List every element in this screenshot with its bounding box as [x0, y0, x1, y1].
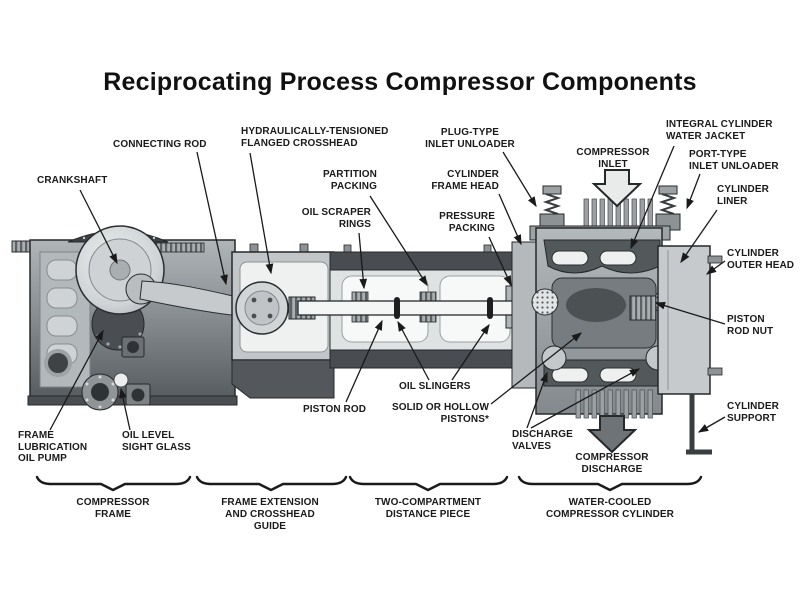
label-integral-cylinder-water-jacket: INTEGRAL CYLINDER WATER JACKET [666, 119, 773, 142]
label-connecting-rod: CONNECTING ROD [113, 139, 207, 150]
sight-glass-art [113, 372, 129, 388]
label-compressor-inlet: COMPRESSOR INLET [576, 147, 650, 170]
label-flanged-crosshead: HYDRAULICALLY-TENSIONED FLANGED CROSSHEA… [241, 126, 389, 149]
label-cylinder-frame-head: CYLINDER FRAME HEAD [431, 169, 499, 192]
section-label-frame-extension: FRAME EXTENSION AND CROSSHEAD GUIDE [221, 497, 319, 532]
page-title: Reciprocating Process Compressor Compone… [103, 68, 697, 96]
piston-rod-nut-art [629, 295, 657, 321]
label-oil-slingers: OIL SLINGERS [399, 381, 471, 392]
label-cylinder-support: CYLINDER SUPPORT [727, 401, 779, 424]
cylinder-support-art [686, 394, 712, 455]
compressor-frame-art [11, 225, 253, 411]
crosshead-guide-art [231, 243, 335, 399]
label-crankshaft: CRANKSHAFT [37, 175, 108, 186]
section-label-distance-piece: TWO-COMPARTMENT DISTANCE PIECE [374, 497, 482, 520]
piston-art [566, 288, 626, 322]
label-frame-lubrication-oil-pump: FRAME LUBRICATION OIL PUMP [18, 430, 88, 464]
label-cylinder-outer-head: CYLINDER OUTER HEAD [727, 248, 795, 271]
label-oil-level-sight-glass: OIL LEVEL SIGHT GLASS [122, 430, 191, 453]
label-compressor-discharge: COMPRESSOR DISCHARGE [575, 452, 649, 475]
label-port-type-inlet-unloader: PORT-TYPE INLET UNLOADER [689, 149, 779, 172]
label-solid-or-hollow-pistons: SOLID OR HOLLOW PISTONS* [391, 402, 489, 425]
oil-slinger-art [394, 297, 400, 319]
inlet-arrow-icon [591, 169, 643, 208]
label-discharge-valves: DISCHARGE VALVES [512, 429, 573, 452]
label-piston-rod-nut: PISTON ROD NUT [727, 314, 774, 337]
label-cylinder-liner: CYLINDER LINER [717, 184, 769, 207]
label-piston-rod: PISTON ROD [303, 404, 367, 415]
label-pressure-packing: PRESSURE PACKING [439, 211, 495, 234]
leader-lines [49, 145, 726, 433]
label-plug-type-inlet-unloader: PLUG-TYPE INLET UNLOADER [425, 127, 515, 150]
section-label-compressor-frame: COMPRESSOR FRAME [76, 497, 150, 520]
compressor-cylinder-art [511, 185, 723, 455]
label-oil-scraper-rings: OIL SCRAPER RINGS [301, 207, 371, 230]
section-label-compressor-cylinder: WATER-COOLED COMPRESSOR CYLINDER [545, 497, 675, 520]
discharge-arrow-icon [586, 415, 638, 454]
section-braces [35, 475, 703, 492]
cylinder-outer-head-art [657, 245, 711, 395]
oil-slinger-art [487, 297, 493, 319]
label-partition-packing: PARTITION PACKING [322, 169, 377, 192]
